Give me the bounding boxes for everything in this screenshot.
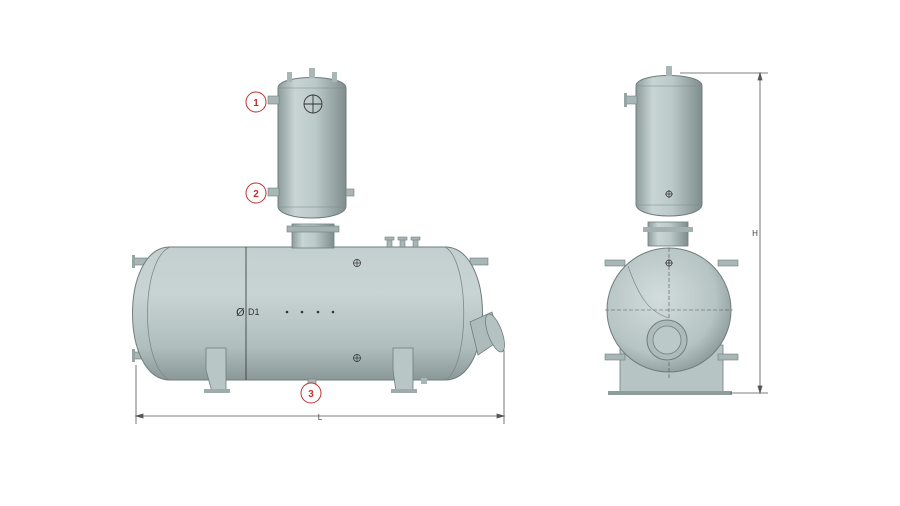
svg-text:1: 1: [253, 98, 259, 109]
crosshair-marker-end: [665, 259, 673, 267]
column-body: [277, 77, 347, 219]
callout-2: 2: [245, 182, 267, 204]
saddle-right: [392, 347, 414, 393]
crosshair-marker: [353, 259, 361, 362]
top-nozzles: [384, 236, 421, 248]
diameter-label: D1: [248, 307, 260, 317]
diameter-symbol: Ø: [236, 306, 245, 319]
end-view-column: [635, 75, 703, 217]
side-manhole-nozzle: [469, 311, 505, 356]
centerline-dots: [285, 310, 335, 314]
height-label: H: [752, 229, 758, 238]
vertical-column: [267, 68, 355, 249]
column-manway-icon: [303, 94, 323, 114]
height-dimension: [680, 71, 768, 395]
callout-3: 3: [300, 382, 322, 404]
end-view: H: [604, 66, 768, 395]
callout-1: 1: [245, 91, 267, 113]
saddle-left: [205, 347, 227, 393]
end-view-manway: [646, 319, 688, 361]
length-label: L: [318, 413, 323, 422]
horizontal-vessel-body: [132, 246, 483, 381]
svg-text:3: 3: [308, 389, 314, 400]
length-dimension: [134, 350, 506, 424]
crosshair-marker-column: [665, 190, 673, 198]
right-nozzle-top: [469, 257, 489, 266]
svg-text:2: 2: [253, 189, 259, 200]
side-view: Ø D1: [132, 68, 506, 424]
